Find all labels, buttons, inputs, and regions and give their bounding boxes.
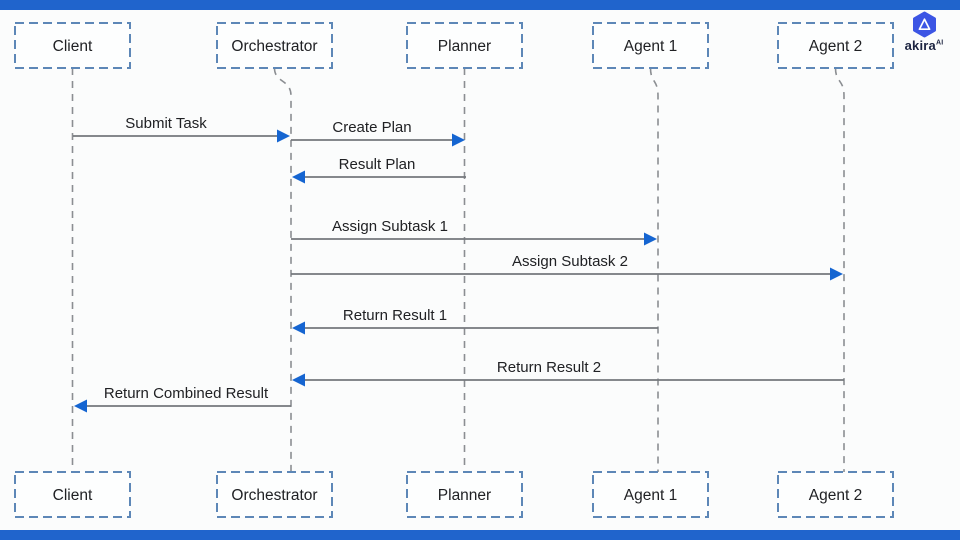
- message-label-2: Create Plan: [332, 119, 411, 136]
- top-accent-bar: [0, 0, 960, 10]
- lifeline-agent1: [649, 67, 659, 472]
- message-arrowhead-icon-6: [292, 321, 305, 335]
- message-arrowhead-icon-3: [292, 170, 305, 184]
- brand-wordmark: akiraAI: [898, 39, 950, 52]
- brand-logo: akiraAI: [898, 11, 950, 52]
- actor-label-bottom-agent2: Agent 2: [809, 487, 862, 504]
- message-label-6: Return Result 1: [343, 307, 447, 324]
- lifeline-orchestrator: [273, 67, 292, 472]
- actor-box-top-planner: [406, 22, 523, 69]
- actor-label-bottom-agent1: Agent 1: [624, 487, 677, 504]
- message-label-1: Submit Task: [125, 115, 207, 132]
- actor-label-top-planner: Planner: [438, 38, 491, 55]
- lifeline-agent2: [834, 67, 845, 472]
- bottom-accent-bar: [0, 530, 960, 540]
- actor-box-top-agent1: [592, 22, 709, 69]
- message-label-3: Result Plan: [339, 156, 416, 173]
- message-arrowhead-icon-2: [452, 133, 465, 147]
- message-arrowhead-icon-1: [277, 129, 290, 143]
- actor-box-bottom-agent1: [592, 471, 709, 518]
- actor-box-bottom-orchestrator: [216, 471, 333, 518]
- actor-box-top-client: [14, 22, 131, 69]
- actor-label-top-agent1: Agent 1: [624, 38, 677, 55]
- message-label-8: Return Combined Result: [104, 385, 269, 402]
- actor-label-bottom-client: Client: [53, 487, 93, 504]
- actor-box-top-orchestrator: [216, 22, 333, 69]
- actor-label-bottom-planner: Planner: [438, 487, 491, 504]
- hexagon-a-icon: [912, 11, 936, 38]
- message-arrowhead-icon-8: [74, 399, 87, 413]
- message-arrowhead-icon-5: [830, 267, 843, 281]
- message-label-4: Assign Subtask 1: [332, 218, 448, 235]
- brand-superscript: AI: [935, 39, 944, 47]
- actor-box-bottom-client: [14, 471, 131, 518]
- actor-box-bottom-agent2: [777, 471, 894, 518]
- actor-label-top-agent2: Agent 2: [809, 38, 862, 55]
- message-arrowhead-icon-7: [292, 373, 305, 387]
- actor-label-bottom-orchestrator: Orchestrator: [231, 487, 317, 504]
- message-label-5: Assign Subtask 2: [512, 253, 628, 270]
- actor-label-top-client: Client: [53, 38, 93, 55]
- message-arrowhead-icon-4: [644, 232, 657, 246]
- message-label-7: Return Result 2: [497, 359, 601, 376]
- brand-name: akira: [904, 38, 936, 53]
- actor-box-bottom-planner: [406, 471, 523, 518]
- actor-box-top-agent2: [777, 22, 894, 69]
- actor-label-top-orchestrator: Orchestrator: [231, 38, 317, 55]
